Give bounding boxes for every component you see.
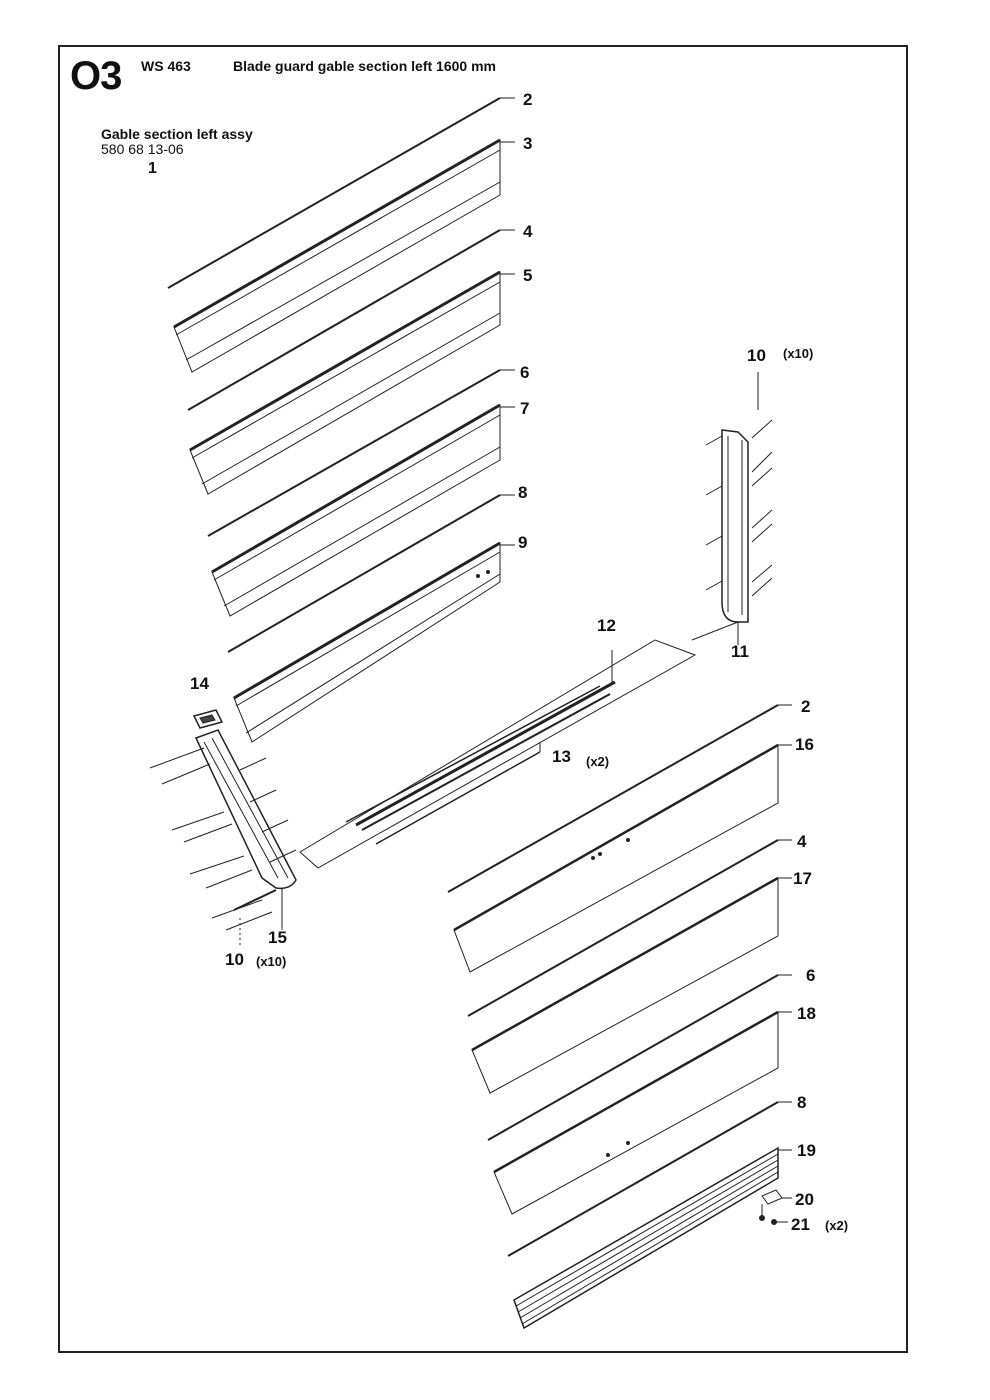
rail-19 bbox=[513, 1146, 792, 1330]
qty-13: (x2) bbox=[586, 754, 609, 769]
rail-13 bbox=[345, 685, 611, 845]
rail-12 bbox=[355, 650, 616, 827]
screw-21 bbox=[759, 1204, 788, 1225]
callout-11: 11 bbox=[731, 642, 749, 661]
callout-7: 7 bbox=[520, 399, 529, 418]
rod-2-lower bbox=[447, 704, 792, 893]
end-profile-15 bbox=[194, 729, 297, 930]
rod-6-lower bbox=[487, 974, 792, 1141]
callout-19: 19 bbox=[797, 1141, 816, 1160]
cap-14 bbox=[192, 709, 224, 729]
assembly-part-number: 580 68 13-06 bbox=[101, 141, 184, 157]
callout-2-lower: 2 bbox=[801, 697, 810, 716]
panel-16 bbox=[453, 743, 792, 973]
clip-20 bbox=[761, 1189, 792, 1205]
callout-labels: 2 3 4 5 6 7 8 9 10 (x10) 11 12 13 (x2) 1… bbox=[190, 90, 848, 1234]
callout-10-lower: 10 bbox=[225, 950, 244, 969]
callout-20: 20 bbox=[795, 1190, 814, 1209]
callout-15: 15 bbox=[268, 928, 287, 947]
rod-2-upper bbox=[167, 97, 515, 289]
callout-17: 17 bbox=[793, 869, 812, 888]
callout-8-upper: 8 bbox=[518, 483, 527, 502]
callout-16: 16 bbox=[795, 735, 814, 754]
rod-6-upper bbox=[207, 369, 515, 537]
panel-17 bbox=[471, 876, 792, 1094]
panel-5 bbox=[189, 270, 515, 495]
assembly-ref: 1 bbox=[148, 160, 157, 177]
callout-8-lower: 8 bbox=[797, 1093, 806, 1112]
callout-13: 13 bbox=[552, 747, 571, 766]
qty-10-upper: (x10) bbox=[783, 346, 813, 361]
qty-10-lower: (x10) bbox=[256, 954, 286, 969]
rod-4-upper bbox=[187, 229, 515, 411]
callout-21: 21 bbox=[791, 1215, 810, 1234]
callout-4-upper: 4 bbox=[523, 222, 533, 241]
callout-2-upper: 2 bbox=[523, 90, 532, 109]
page-title: Blade guard gable section left 1600 mm bbox=[233, 58, 496, 74]
callout-10-upper: 10 bbox=[747, 346, 766, 365]
callout-6-upper: 6 bbox=[520, 363, 529, 382]
rod-8-lower bbox=[507, 1101, 792, 1257]
end-profile-11 bbox=[721, 429, 749, 645]
callout-3: 3 bbox=[523, 134, 532, 153]
panel-7 bbox=[211, 403, 515, 617]
rod-8-upper bbox=[227, 494, 515, 653]
panel-9 bbox=[233, 541, 515, 743]
panel-18 bbox=[493, 1010, 792, 1215]
callout-18: 18 bbox=[797, 1004, 816, 1023]
screws-10-upper bbox=[705, 372, 773, 597]
qty-21: (x2) bbox=[825, 1218, 848, 1233]
callout-4-lower: 4 bbox=[797, 832, 807, 851]
callout-12: 12 bbox=[597, 616, 616, 635]
rod-4-lower bbox=[467, 839, 792, 1017]
assembly-name: Gable section left assy bbox=[101, 126, 253, 142]
page-code: O3 bbox=[70, 54, 122, 98]
model-name: WS 463 bbox=[141, 58, 191, 74]
callout-14: 14 bbox=[190, 674, 209, 693]
callout-9: 9 bbox=[518, 533, 527, 552]
screws-10-lower bbox=[149, 747, 297, 948]
panel-3 bbox=[173, 138, 515, 373]
drawing-frame bbox=[58, 45, 908, 1353]
callout-5: 5 bbox=[523, 266, 532, 285]
mounting-plate bbox=[299, 639, 697, 869]
callout-6-lower: 6 bbox=[806, 966, 815, 985]
